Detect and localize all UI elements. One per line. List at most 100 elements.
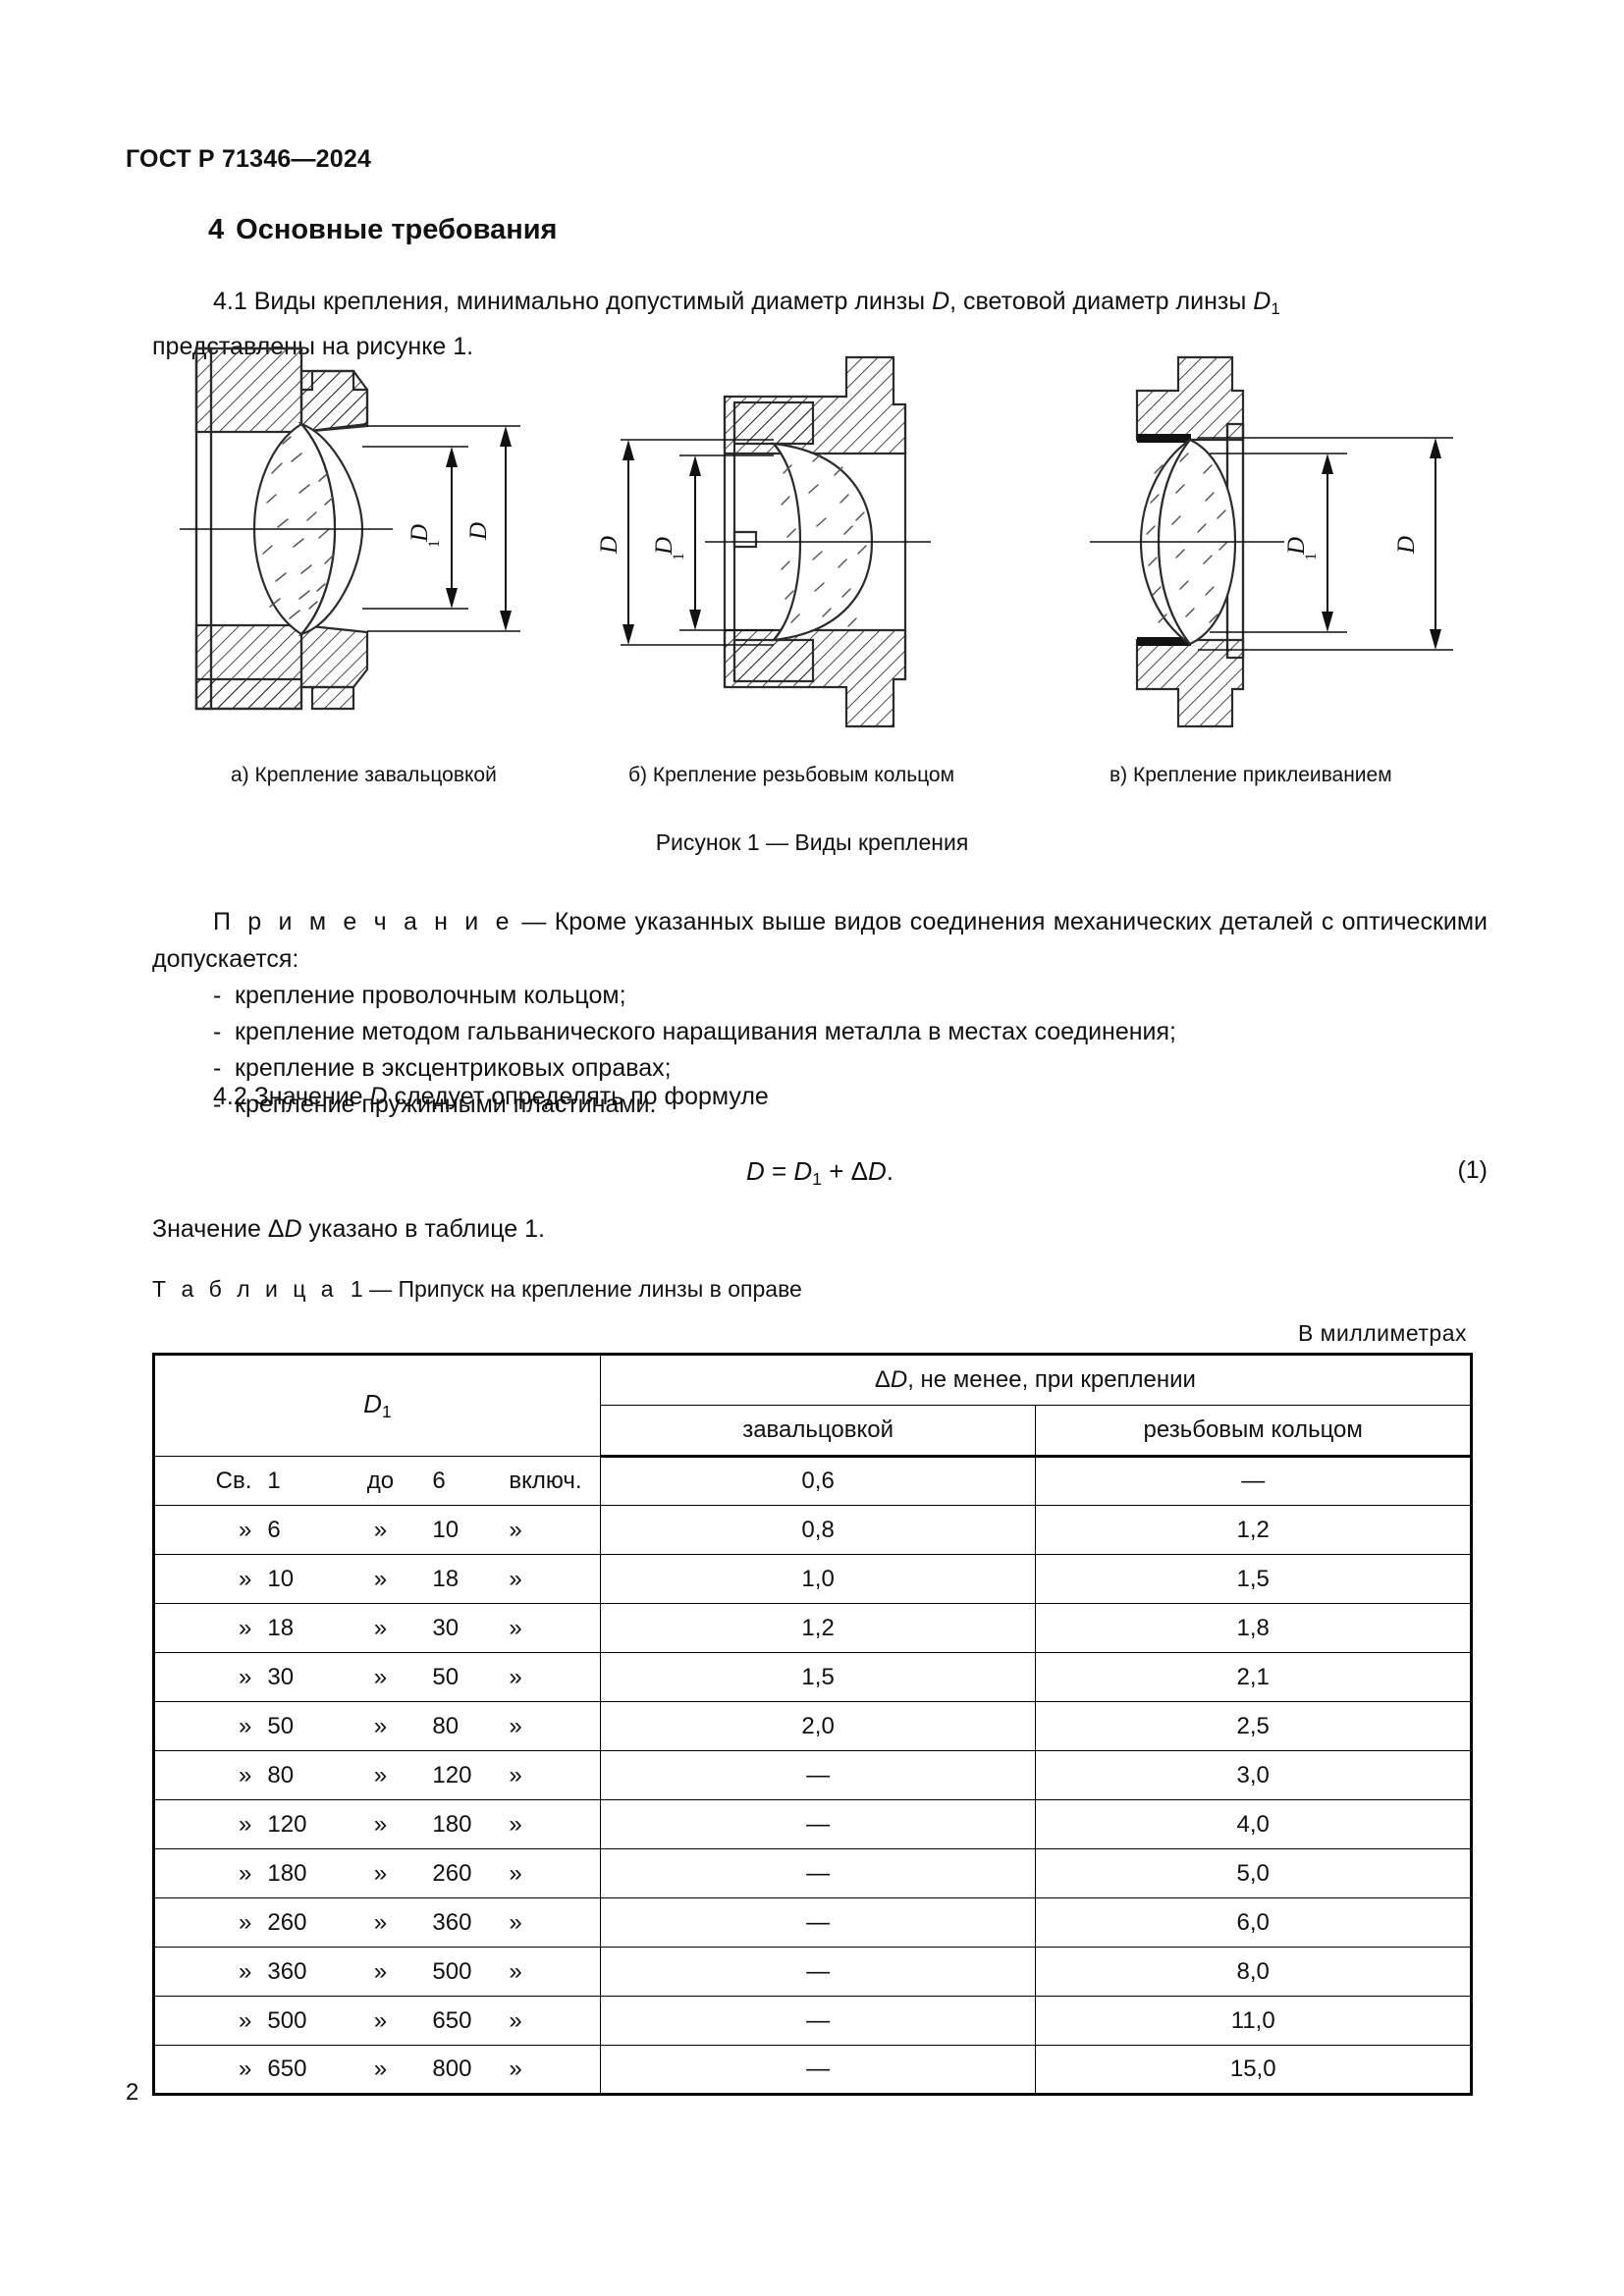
cell-crimp-value: —	[599, 1799, 1037, 1849]
range-from-value: 18	[267, 1614, 295, 1641]
table-row: »180»260» — 5,0	[152, 1848, 1473, 1898]
cell-crimp-value: —	[599, 1750, 1037, 1800]
range-from-value: 1	[267, 1467, 281, 1494]
note-dash: —	[521, 908, 547, 935]
cell-threaded-value: 1,2	[1035, 1505, 1473, 1555]
symbol-D1-subscript: 1	[1271, 298, 1280, 318]
range-from-value: 120	[267, 1810, 307, 1838]
table-ref-tail: указано в таблице 1.	[301, 1215, 545, 1243]
range-from-value: 30	[267, 1663, 295, 1690]
range-from-word: »	[239, 1761, 252, 1789]
cell-crimp-value: 2,0	[599, 1701, 1037, 1751]
clause-4-1: 4.1 Виды крепления, минимально допустимы…	[152, 283, 1488, 365]
table-row: »500»650» — 11,0	[152, 1996, 1473, 2046]
range-to-word: »	[373, 1712, 388, 1739]
table-row: »650»800» — 15,0	[152, 2045, 1473, 2096]
range-inclusive-word: »	[509, 1908, 522, 1936]
cell-d1-range: »80»120»	[152, 1750, 601, 1800]
document-standard-header: ГОСТ Р 71346—2024	[126, 145, 372, 173]
section-title: Основные требования	[236, 214, 558, 245]
cell-crimp-value: —	[599, 1897, 1037, 1948]
svg-text:1: 1	[426, 540, 443, 548]
table-row: »120»180» — 4,0	[152, 1799, 1473, 1849]
cell-d1-range: »500»650»	[152, 1996, 601, 2046]
formula-lhs: D	[745, 1156, 765, 1186]
table-row: »360»500» — 8,0	[152, 1947, 1473, 1997]
formula-equals: =	[764, 1156, 794, 1186]
range-inclusive-word: »	[509, 2006, 522, 2034]
formula-number: (1)	[1457, 1156, 1488, 1184]
cell-d1-range: »6»10»	[152, 1505, 601, 1555]
range-from-value: 50	[267, 1712, 295, 1739]
range-inclusive-word: »	[509, 1859, 522, 1887]
svg-text:D: D	[1393, 536, 1420, 555]
note-bullet-list: -крепление проволочным кольцом; -креплен…	[152, 978, 1488, 1123]
note-block: П р и м е ч а н и е — Кроме указанных вы…	[152, 903, 1488, 1123]
range-inclusive-word: »	[509, 1516, 522, 1543]
range-to-word: »	[373, 1516, 388, 1543]
range-inclusive-word: »	[509, 1663, 522, 1690]
range-from-value: 650	[267, 2056, 307, 2082]
cell-threaded-value: 2,5	[1035, 1701, 1473, 1751]
bullet-dash: -	[213, 982, 222, 1009]
cell-d1-range: »360»500»	[152, 1947, 601, 1997]
range-inclusive-word: »	[509, 1712, 522, 1739]
column-header-threaded-ring: резьбовым кольцом	[1035, 1405, 1473, 1458]
figure-1a-drawing: D 1 D	[180, 347, 520, 711]
range-to-word: »	[373, 1614, 388, 1641]
formula-period: .	[886, 1156, 894, 1186]
range-from-value: 80	[267, 1761, 295, 1789]
range-from-word: »	[239, 2056, 252, 2082]
svg-text:D: D	[465, 522, 492, 541]
cell-d1-range: »10»18»	[152, 1554, 601, 1604]
range-to-word: »	[373, 1663, 388, 1690]
range-to-word: »	[373, 1859, 388, 1887]
svg-text:D: D	[406, 524, 433, 543]
range-to-value: 180	[432, 1810, 472, 1838]
cell-crimp-value: —	[599, 1848, 1037, 1898]
column-header-crimp: завальцовкой	[599, 1405, 1037, 1458]
cell-d1-range: »30»50»	[152, 1652, 601, 1702]
range-from-value: 6	[267, 1516, 281, 1543]
range-inclusive-word: »	[509, 1565, 522, 1592]
range-inclusive-word: »	[509, 1957, 522, 1985]
cell-crimp-value: 0,6	[599, 1456, 1037, 1506]
range-to-value: 800	[432, 2056, 472, 2082]
figure-1a-crimp-mount: D 1 D	[152, 346, 535, 738]
range-to-word: »	[373, 2056, 388, 2082]
figure-1a-caption-text: Крепление завальцовкой	[254, 764, 497, 786]
bullet-text: крепление в эксцентриковых оправах;	[235, 1054, 672, 1082]
table-header-row-2: завальцовкой резьбовым кольцом	[154, 1405, 1473, 1458]
formula-row: D = D1 + ΔD. (1)	[152, 1156, 1488, 1200]
figure-1-title: Рисунок 1 — Виды крепления	[655, 829, 969, 855]
svg-text:1: 1	[1303, 553, 1320, 561]
symbol-D1: D	[1253, 288, 1272, 315]
range-to-value: 500	[432, 1957, 472, 1985]
column-header-delta-d-span: ΔD, не менее, при креплении	[599, 1353, 1474, 1406]
clause-4-2-tail: следует определять по формуле	[387, 1083, 769, 1110]
table-row: »80»120» — 3,0	[152, 1750, 1473, 1800]
cell-threaded-value: 1,5	[1035, 1554, 1473, 1604]
cell-crimp-value: 1,0	[599, 1554, 1037, 1604]
range-from-word: »	[239, 1712, 252, 1739]
bullet-dash: -	[213, 1054, 222, 1082]
column-header-d1-subscript: 1	[381, 1401, 392, 1421]
formula-plus-delta: + Δ	[822, 1156, 869, 1186]
figure-1-captions: а) Крепление завальцовкой б) Крепление р…	[152, 764, 1488, 797]
span-variable: D	[890, 1366, 908, 1393]
cell-threaded-value: 2,1	[1035, 1652, 1473, 1702]
range-to-word: до	[366, 1467, 395, 1494]
range-inclusive-word: »	[509, 2056, 522, 2082]
table-1-caption: Т а б л и ц а 1 — Припуск на крепление л…	[152, 1276, 802, 1303]
cell-d1-range: »260»360»	[152, 1897, 601, 1948]
span-delta: Δ	[874, 1366, 891, 1393]
svg-text:D: D	[651, 537, 677, 556]
table-row: »10»18» 1,0 1,5	[152, 1554, 1473, 1604]
range-inclusive-word: »	[509, 1810, 522, 1838]
table-row: »50»80» 2,0 2,5	[152, 1701, 1473, 1751]
bullet-dash: -	[213, 1018, 222, 1045]
range-from-word: »	[239, 1810, 252, 1838]
